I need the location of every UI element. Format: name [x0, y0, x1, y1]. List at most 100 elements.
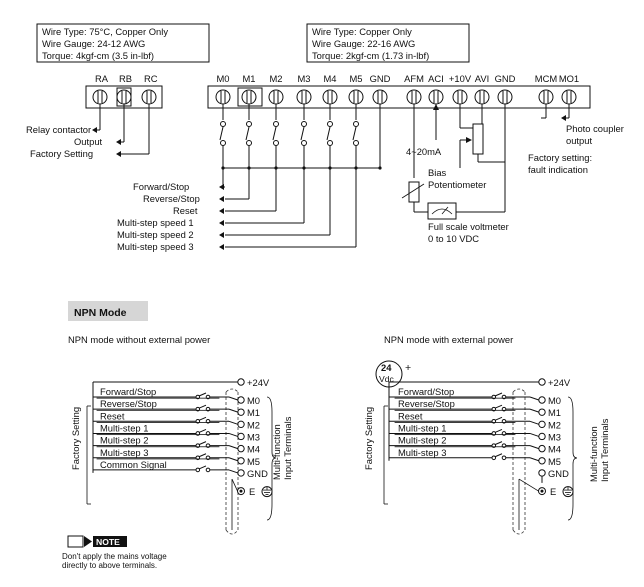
- control-spec-box: Wire Type: Copper Only Wire Gauge: 22-16…: [306, 23, 470, 63]
- npn-left-right-label: Input Terminals: [282, 416, 293, 480]
- input-switch-wiring: [219, 104, 382, 250]
- control-terminal-label: M0: [216, 73, 229, 84]
- npn-left-right-label: Multi-function: [271, 424, 282, 480]
- npn-left-heading: NPN mode without external power: [68, 334, 210, 345]
- relay-terminal-label: RA: [95, 73, 109, 84]
- npn-left-side-label: Factory Setting: [70, 407, 81, 470]
- note-badge: NOTE: [67, 535, 127, 548]
- supply-label: +24V: [548, 377, 571, 388]
- note-text: Don't apply the mains voltage: [62, 552, 167, 561]
- relay-label-output: Output: [74, 136, 103, 147]
- terminal-label: GND: [548, 468, 569, 479]
- npn-right-right-label: Multi-function: [588, 426, 599, 482]
- terminal-label: M5: [548, 456, 561, 467]
- control-terminal-label: AFM: [404, 73, 424, 84]
- analog-wiring: [401, 104, 570, 220]
- terminal-label: M4: [247, 444, 260, 455]
- terminal-screw: [296, 89, 312, 105]
- control-spec-line-1: Wire Type: Copper Only: [312, 26, 412, 37]
- function-label: Common Signal: [100, 459, 167, 470]
- terminal-label: M1: [247, 407, 260, 418]
- control-terminal-label: AVI: [475, 73, 489, 84]
- function-label: Multi-step 1: [398, 422, 446, 433]
- photo-coupler-label: output: [566, 135, 592, 146]
- input-function-label: Reverse/Stop: [143, 193, 200, 204]
- control-terminal-label: M2: [269, 73, 282, 84]
- control-spec-line-3: Torque: 2kgf-cm (1.73 in-lbf): [312, 50, 429, 61]
- input-function-label: Multi-step speed 3: [117, 241, 194, 252]
- terminal-label: M2: [247, 419, 260, 430]
- relay-spec-line-3: Torque: 4kgf-cm (3.5 in-lbf): [42, 50, 154, 61]
- function-label: Multi-step 2: [100, 435, 148, 446]
- npn-title: NPN Mode: [74, 307, 127, 319]
- terminal-screw: [561, 89, 577, 105]
- function-label: Forward/Stop: [100, 386, 156, 397]
- npn-title-band: [68, 301, 148, 321]
- relay-label-contactor: Relay contactor: [26, 124, 91, 135]
- note-badge-text: NOTE: [96, 537, 120, 547]
- function-label: Reverse/Stop: [100, 398, 157, 409]
- terminal-label: M0: [247, 395, 260, 406]
- note-text: directly to above terminals.: [62, 561, 157, 570]
- voltmeter-label: 0 to 10 VDC: [428, 233, 479, 244]
- terminal-label: M1: [548, 407, 561, 418]
- terminal-label: M2: [548, 419, 561, 430]
- relay-spec-line-1: Wire Type: 75°C, Copper Only: [42, 26, 168, 37]
- supply-label: +24V: [247, 377, 270, 388]
- relay-spec-box: Wire Type: 75°C, Copper Only Wire Gauge:…: [36, 23, 210, 63]
- terminal-screw: [372, 89, 388, 105]
- function-label: Multi-step 3: [398, 447, 446, 458]
- factory-setting-label: fault indication: [528, 164, 588, 175]
- terminal-label: E: [249, 486, 255, 497]
- control-terminal-label: M4: [323, 73, 336, 84]
- terminal-label: M3: [548, 431, 561, 442]
- terminal-label: M4: [548, 444, 561, 455]
- control-terminal-label: M1: [242, 73, 255, 84]
- function-label: Reverse/Stop: [398, 398, 455, 409]
- aci-label: 4~20mA: [406, 146, 442, 157]
- control-terminal-label: GND: [495, 73, 516, 84]
- input-function-label: Reset: [173, 205, 198, 216]
- source-plus: +: [405, 362, 411, 374]
- source-value: 24: [381, 362, 392, 373]
- bias-label: Bias: [428, 167, 447, 178]
- input-function-label: Forward/Stop: [133, 181, 189, 192]
- terminal-label: GND: [247, 468, 268, 479]
- relay-terminal-block: RA RB RC: [85, 73, 163, 109]
- npn-left-diagram: +24VM0Forward/StopM1Reverse/StopM2ResetM…: [86, 377, 277, 535]
- function-label: Multi-step 1: [100, 422, 148, 433]
- control-terminal-label: M3: [297, 73, 310, 84]
- input-function-label: Multi-step speed 2: [117, 229, 194, 240]
- npn-right-heading: NPN mode with external power: [384, 334, 513, 345]
- function-label: Multi-step 3: [100, 447, 148, 458]
- relay-terminal-label: RB: [119, 73, 132, 84]
- input-function-label: Multi-step speed 1: [117, 217, 194, 228]
- npn-right-right-label: Input Terminals: [599, 418, 610, 482]
- photo-coupler-label: Photo coupler: [566, 123, 624, 134]
- voltmeter-label: Full scale voltmeter: [428, 221, 509, 232]
- terminal-label: E: [550, 486, 556, 497]
- control-terminal-label: GND: [370, 73, 391, 84]
- function-label: Reset: [100, 410, 125, 421]
- source-unit: Vdc: [379, 374, 395, 384]
- relay-terminal-label: RC: [144, 73, 158, 84]
- bias-label: Potentiometer: [428, 179, 486, 190]
- relay-spec-line-2: Wire Gauge: 24-12 AWG: [42, 38, 145, 49]
- relay-label-factory: Factory Setting: [30, 148, 93, 159]
- external-power-source: 24 Vdc +: [375, 360, 411, 388]
- terminal-label: M0: [548, 395, 561, 406]
- terminal-label: M5: [247, 456, 260, 467]
- function-label: Forward/Stop: [398, 386, 454, 397]
- control-terminal-label: M5: [349, 73, 362, 84]
- control-terminal-label: MO1: [559, 73, 579, 84]
- factory-setting-label: Factory setting:: [528, 152, 592, 163]
- function-label: Reset: [398, 410, 423, 421]
- control-terminal-label: ACI: [428, 73, 444, 84]
- control-spec-line-2: Wire Gauge: 22-16 AWG: [312, 38, 415, 49]
- control-terminal-label: MCM: [535, 73, 558, 84]
- relay-output-wiring: [92, 104, 150, 157]
- terminal-label: M3: [247, 431, 260, 442]
